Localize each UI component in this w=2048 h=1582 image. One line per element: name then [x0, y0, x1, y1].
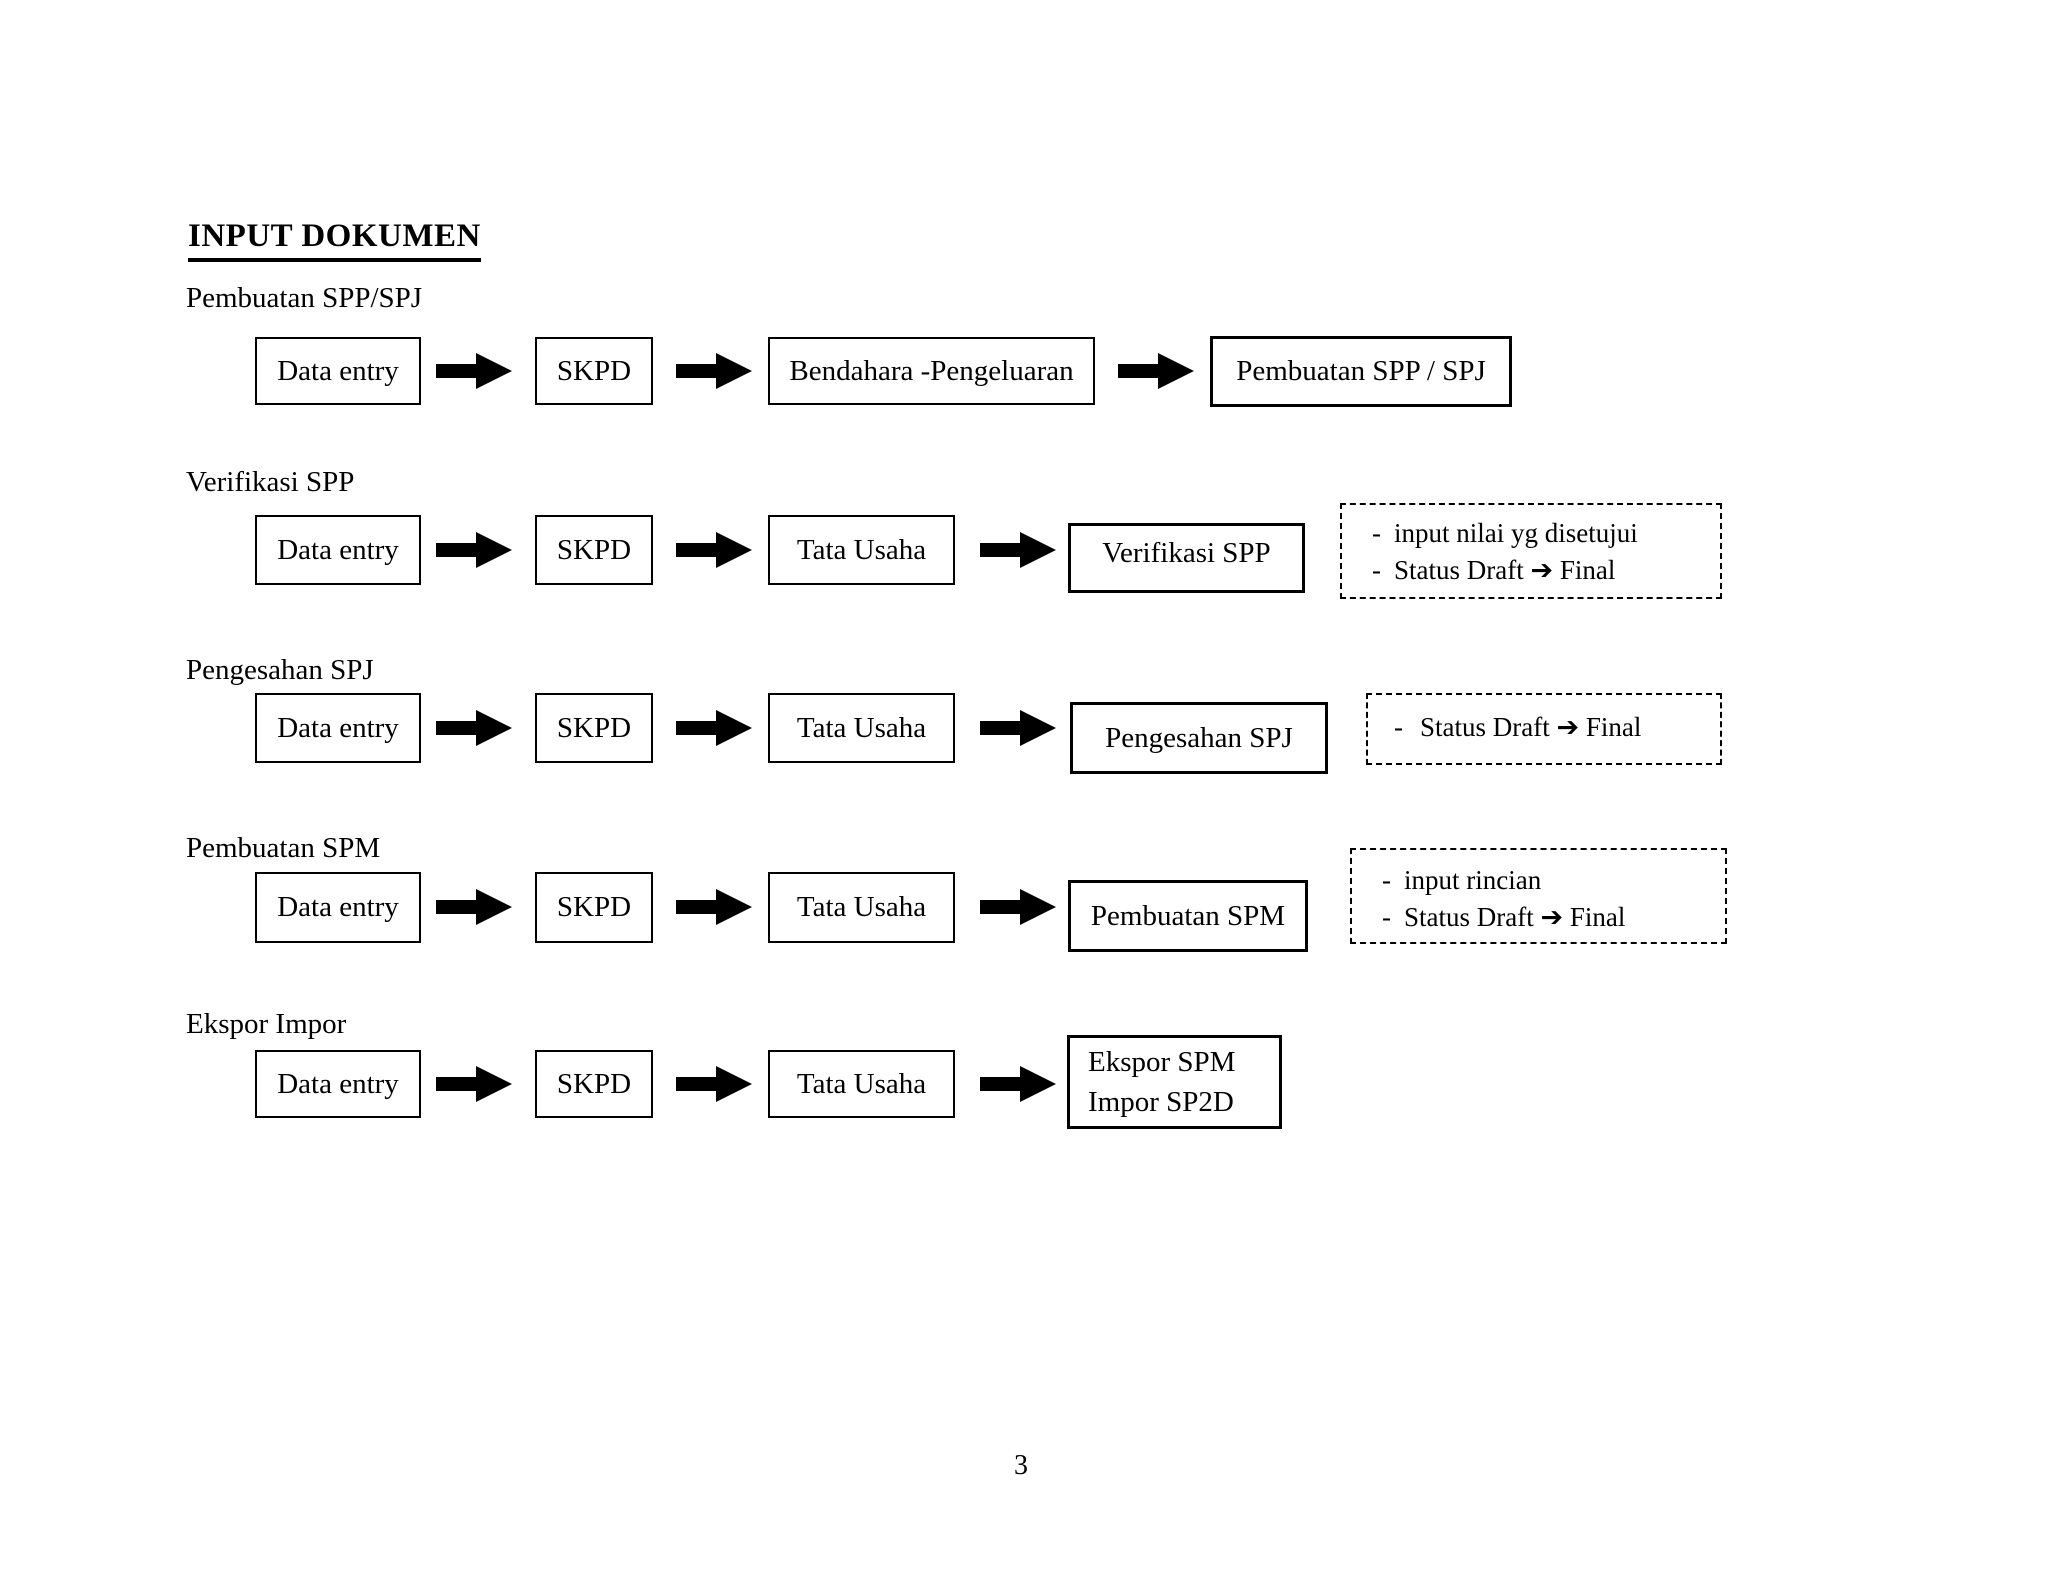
page-title: INPUT DOKUMEN	[188, 218, 481, 262]
note-line: - Status Draft ➔ Final	[1342, 552, 1720, 589]
arrow-right-icon	[436, 710, 512, 746]
flow-step-box: Tata Usaha	[768, 1050, 955, 1118]
arrow-right-icon	[676, 889, 752, 925]
flow-result-box: Pengesahan SPJ	[1070, 702, 1328, 774]
flow-step-box: Tata Usaha	[768, 872, 955, 943]
arrow-right-icon	[436, 353, 512, 389]
notes-box: - Status Draft ➔ Final	[1366, 693, 1722, 765]
arrow-right-icon	[980, 1066, 1056, 1102]
flow-step-text: SKPD	[556, 1067, 632, 1100]
note-text: Status Draft ➔ Final	[1394, 555, 1616, 585]
flow-result-text: Ekspor SPM	[1088, 1046, 1236, 1078]
dash-bullet: -	[1382, 865, 1391, 895]
flow-step-text: Data entry	[277, 533, 399, 566]
flow-result-text: Impor SP2D	[1088, 1086, 1234, 1118]
arrow-right-icon	[980, 889, 1056, 925]
flow-step-box: SKPD	[535, 1050, 653, 1118]
flow-result-box: Pembuatan SPM	[1068, 880, 1308, 952]
flow-label: Pengesahan SPJ	[186, 654, 374, 686]
flow-step-text: Data entry	[277, 891, 399, 923]
flow-step-text: SKPD	[556, 533, 632, 566]
note-text: Status Draft ➔ Final	[1420, 712, 1642, 742]
note-line: - Status Draft ➔ Final	[1352, 899, 1725, 936]
notes-box: - input rincian - Status Draft ➔ Final	[1350, 848, 1727, 944]
dash-bullet: -	[1394, 712, 1403, 742]
note-line: - input nilai yg disetujui	[1342, 515, 1720, 552]
flow-step-text: Data entry	[277, 1067, 399, 1100]
flow-label: Ekspor Impor	[186, 1008, 347, 1040]
arrow-right-icon	[980, 710, 1056, 746]
flow-step-box: SKPD	[535, 515, 653, 585]
flow-result-text: Pembuatan SPP / SPJ	[1236, 355, 1486, 387]
flow-step-text: SKPD	[556, 711, 632, 744]
arrow-right-icon	[436, 1066, 512, 1102]
flow-result-box: Verifikasi SPP	[1068, 523, 1305, 593]
arrow-right-icon	[676, 1066, 752, 1102]
notes-box: - input nilai yg disetujui - Status Draf…	[1340, 503, 1722, 599]
flow-result-text: Pengesahan SPJ	[1105, 721, 1293, 754]
flow-step-box: Bendahara -Pengeluaran	[768, 337, 1095, 405]
note-text: Status Draft ➔ Final	[1404, 902, 1626, 932]
flow-step-text: Tata Usaha	[796, 1067, 927, 1100]
flow-step-box: SKPD	[535, 872, 653, 943]
flow-result-box: Ekspor SPM Impor SP2D	[1067, 1035, 1282, 1129]
arrow-right-icon	[676, 710, 752, 746]
dash-bullet: -	[1372, 518, 1381, 548]
flow-step-box: Tata Usaha	[768, 693, 955, 763]
flow-step-box: Data entry	[255, 1050, 421, 1118]
flow-step-text: Tata Usaha	[796, 711, 927, 744]
page-number: 3	[1014, 1450, 1028, 1481]
flow-step-box: Data entry	[255, 337, 421, 405]
flow-step-box: Data entry	[255, 693, 421, 763]
flow-label: Pembuatan SPP/SPJ	[186, 282, 423, 314]
flow-step-text: Tata Usaha	[796, 533, 927, 566]
flow-result-text: Verifikasi SPP	[1102, 536, 1271, 569]
dash-bullet: -	[1372, 555, 1381, 585]
flow-step-text: Tata Usaha	[796, 891, 927, 923]
flow-result-text: Pembuatan SPM	[1090, 899, 1286, 932]
flow-step-box: SKPD	[535, 337, 653, 405]
arrow-right-icon	[436, 532, 512, 568]
flow-label: Pembuatan SPM	[186, 832, 381, 864]
arrow-right-icon	[1118, 353, 1194, 389]
arrow-right-icon	[436, 889, 512, 925]
arrow-right-icon	[980, 532, 1056, 568]
flow-step-text: Bendahara -Pengeluaran	[789, 354, 1074, 387]
flow-step-box: SKPD	[535, 693, 653, 763]
flow-step-text: Data entry	[277, 354, 399, 387]
flow-step-box: Tata Usaha	[768, 515, 955, 585]
note-text: input nilai yg disetujui	[1394, 518, 1638, 548]
arrow-right-icon	[676, 532, 752, 568]
flow-label: Verifikasi SPP	[186, 466, 355, 498]
flow-step-text: SKPD	[556, 354, 632, 387]
arrow-right-icon	[676, 353, 752, 389]
flow-step-box: Data entry	[255, 515, 421, 585]
flow-step-text: SKPD	[556, 891, 632, 923]
note-line: - Status Draft ➔ Final	[1368, 709, 1720, 746]
flow-step-text: Data entry	[277, 711, 399, 744]
note-text: input rincian	[1404, 865, 1542, 895]
flow-result-box: Pembuatan SPP / SPJ	[1210, 336, 1512, 407]
dash-bullet: -	[1382, 902, 1391, 932]
flow-step-box: Data entry	[255, 872, 421, 943]
note-line: - input rincian	[1352, 862, 1725, 899]
